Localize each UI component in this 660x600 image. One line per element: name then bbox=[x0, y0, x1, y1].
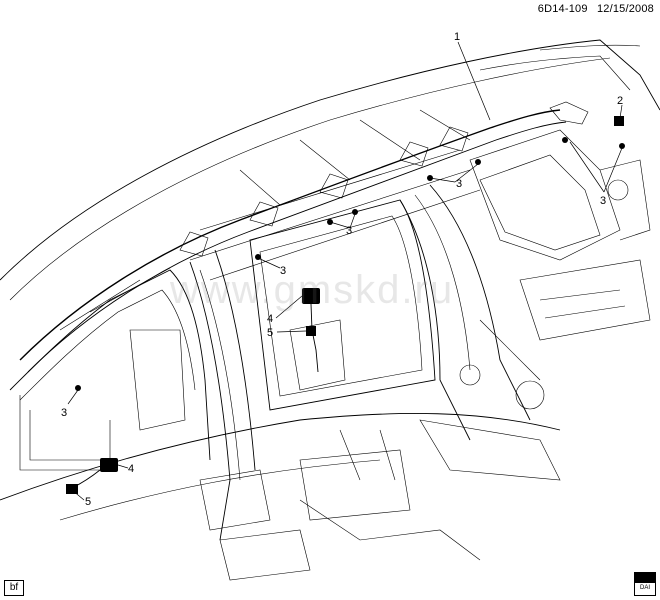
front-door-frame bbox=[9, 269, 211, 471]
watermark: www.gmskd.ru bbox=[170, 268, 455, 312]
callout-3-c-pillar: 3 bbox=[456, 178, 462, 190]
corner-label: bf bbox=[4, 580, 24, 596]
dai-logo: DAI bbox=[634, 572, 656, 596]
c-pillar bbox=[399, 184, 531, 441]
roof-rail bbox=[189, 109, 481, 281]
floor-structure bbox=[0, 412, 561, 581]
curtain-airbag bbox=[19, 101, 589, 373]
connector-lower bbox=[66, 484, 78, 494]
logo-text: DAI bbox=[639, 585, 650, 591]
logo-bar bbox=[635, 573, 655, 583]
impact-sensor-upper bbox=[302, 288, 320, 373]
roof-outline bbox=[0, 39, 660, 301]
callout-1: 1 bbox=[454, 31, 460, 43]
callout-4-upper: 4 bbox=[267, 313, 273, 325]
callout-3-front: 3 bbox=[61, 407, 67, 419]
callout-5-lower: 5 bbox=[85, 496, 91, 508]
callout-4-lower: 4 bbox=[128, 463, 134, 475]
callout-2: 2 bbox=[617, 95, 623, 107]
leader-lines bbox=[67, 41, 623, 501]
callout-3-b-pillar: 3 bbox=[346, 225, 352, 237]
fasteners bbox=[75, 116, 625, 391]
drawing-header: 6D14-109 12/15/2008 bbox=[532, 3, 654, 15]
rear-quarter bbox=[459, 129, 651, 410]
b-pillar bbox=[189, 249, 256, 541]
callout-5-upper: 5 bbox=[267, 327, 273, 339]
drawing-date: 12/15/2008 bbox=[596, 3, 654, 15]
connector-upper bbox=[306, 326, 316, 336]
callout-3-roof: 3 bbox=[280, 265, 286, 277]
drawing-code: 6D14-109 bbox=[537, 3, 588, 15]
callout-3-rear: 3 bbox=[600, 195, 606, 207]
